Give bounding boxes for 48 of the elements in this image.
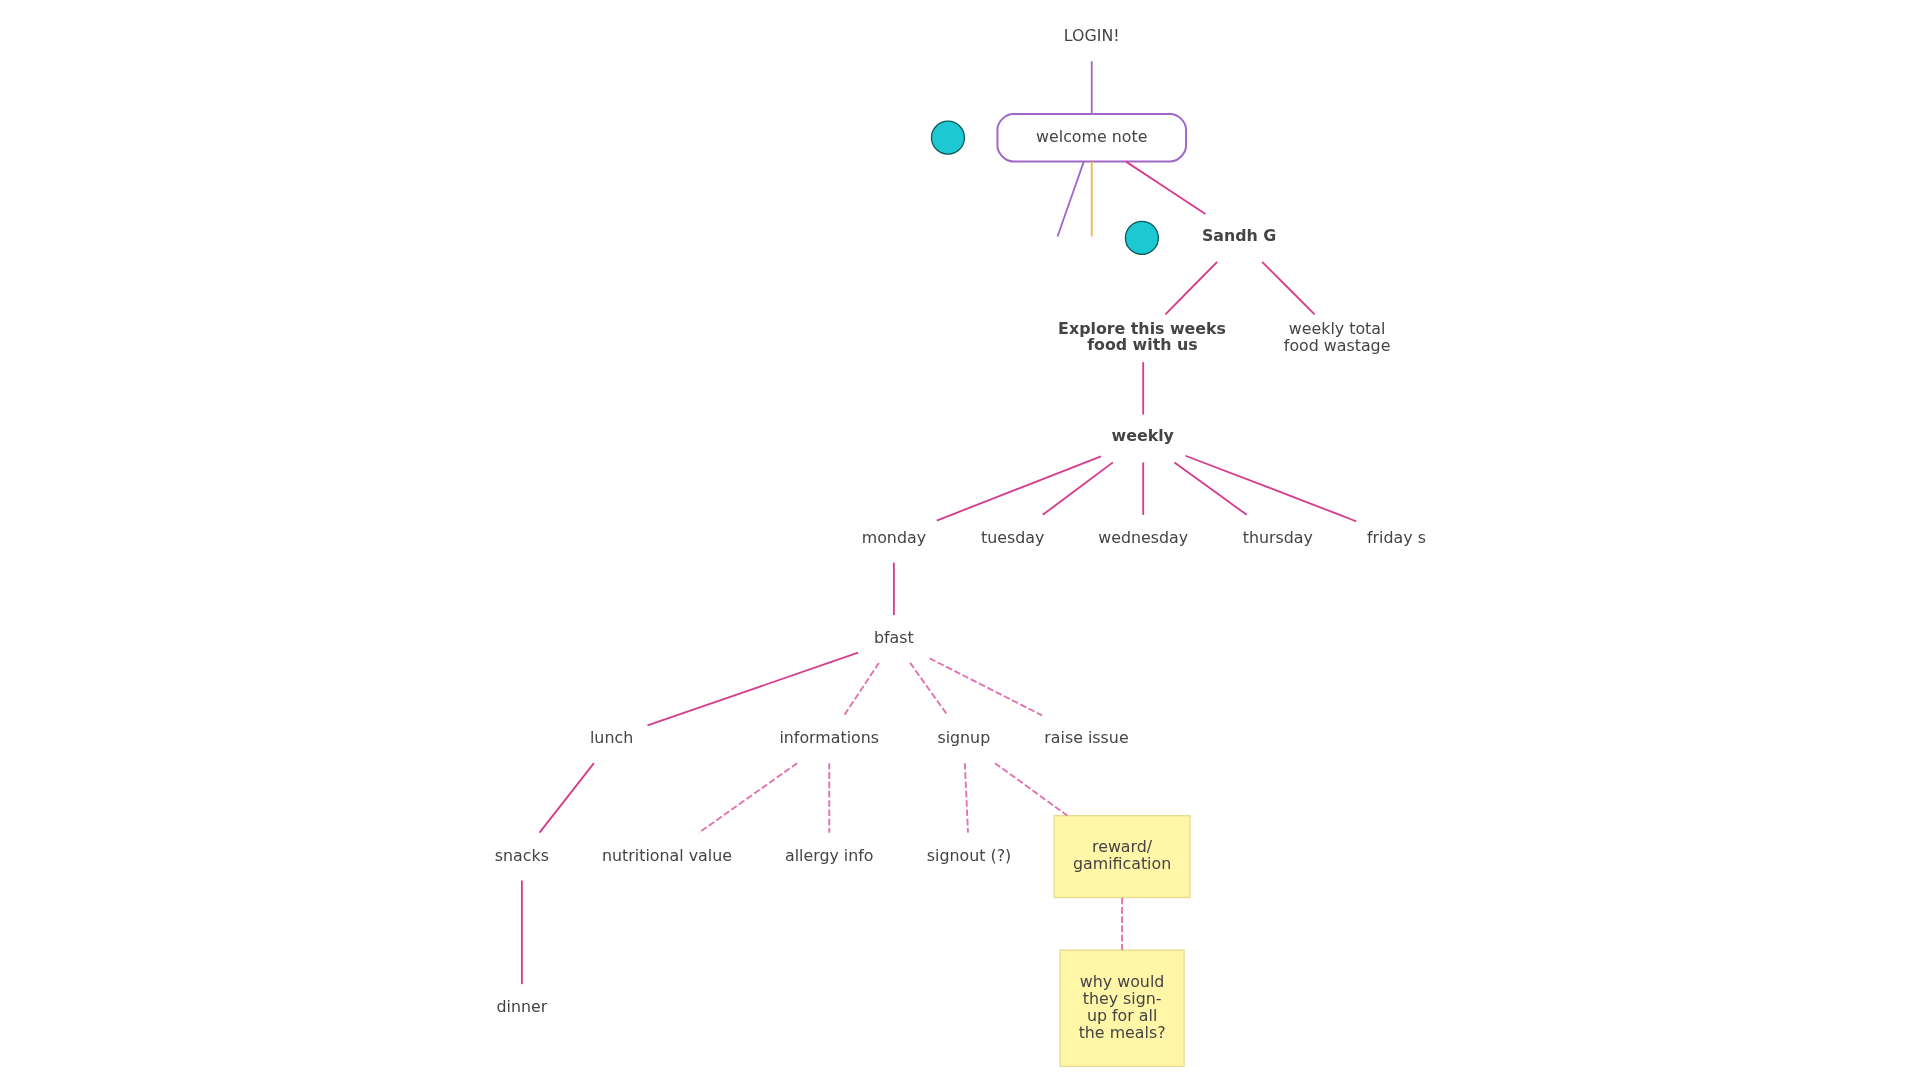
node-text: weekly — [1111, 426, 1174, 446]
node-box: why would they sign- up for all the meals? — [1058, 949, 1185, 1067]
connector — [908, 661, 949, 717]
node-text: informations — [778, 728, 879, 748]
connector — [1120, 896, 1123, 952]
node-text: LOGIN! — [1063, 26, 1120, 46]
node-text: Explore this weeks food with us — [1057, 318, 1226, 354]
node-text: Sandh G — [1201, 225, 1276, 245]
node-text: snacks — [494, 845, 549, 865]
node-text: lunch — [589, 728, 633, 748]
node-box: welcome note — [995, 112, 1187, 163]
connector — [1260, 260, 1316, 316]
connector — [520, 879, 523, 986]
node-text: dinner — [495, 997, 547, 1017]
connector — [1141, 361, 1144, 416]
connector — [1173, 461, 1248, 516]
connector — [928, 657, 1043, 717]
node-circle — [1124, 220, 1159, 256]
connector — [1164, 260, 1218, 316]
node-text: raise issue — [1043, 728, 1129, 748]
connector — [993, 762, 1068, 817]
connector — [1141, 461, 1144, 516]
connector — [1056, 160, 1085, 238]
connector — [1090, 160, 1093, 238]
node-text: signout (?) — [926, 845, 1011, 865]
connector — [827, 762, 830, 834]
connector — [1090, 60, 1093, 115]
connector — [1124, 160, 1206, 215]
node-text: tuesday — [980, 527, 1044, 547]
node-text: signup — [936, 728, 990, 748]
node-text: nutritional value — [601, 845, 732, 865]
node-text: allergy info — [784, 845, 874, 865]
node-text: friday s — [1366, 527, 1426, 547]
node-text: weekly total food wastage — [1283, 318, 1390, 355]
connector — [1184, 454, 1357, 523]
node-box: reward/ gamification — [1053, 815, 1191, 899]
node-circle — [930, 120, 965, 155]
connector — [646, 651, 859, 727]
node-text: monday — [861, 527, 926, 547]
connector — [1041, 461, 1114, 516]
connector — [892, 561, 895, 617]
connector — [842, 661, 880, 717]
node-text: thursday — [1242, 527, 1313, 547]
connector — [538, 762, 595, 834]
node-text: bfast — [873, 628, 914, 648]
node-text: wednesday — [1097, 527, 1188, 547]
connector — [935, 455, 1102, 522]
connector — [963, 762, 969, 834]
